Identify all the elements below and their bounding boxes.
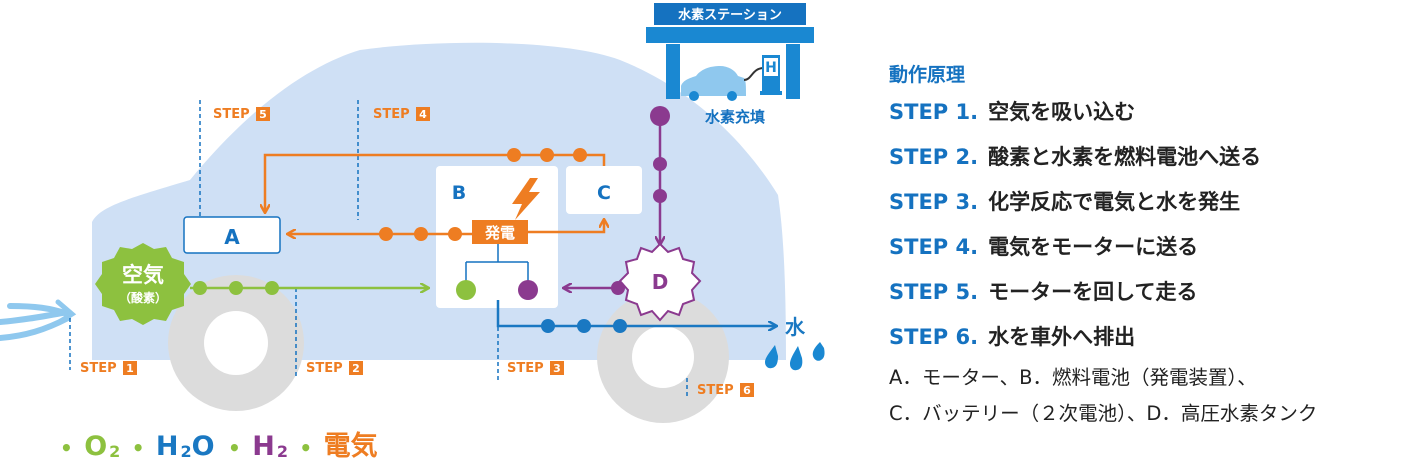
hydrogen-tank-d: D	[618, 242, 702, 322]
refuel-label: 水素充填	[705, 108, 765, 126]
water-outlet-line: 水	[496, 300, 825, 371]
svg-text:STEP: STEP	[213, 107, 250, 122]
air-sub-label: （酸素）	[119, 290, 167, 305]
electricity-line-b-to-a	[288, 220, 604, 241]
svg-text:6: 6	[743, 384, 751, 397]
electricity-loop-c-to-a	[265, 148, 606, 212]
air-label: 空気	[122, 263, 164, 287]
hydrogen-terminal	[518, 280, 538, 300]
box-c-label: C	[597, 182, 611, 204]
principle-step-3: STEP 3.化学反応で電気と水を発生	[889, 190, 1241, 214]
svg-text:2: 2	[352, 362, 360, 375]
svg-text:1: 1	[126, 362, 134, 375]
fuel-cell-vehicle-diagram: 水素ステーション H 水素充填 A	[0, 3, 825, 423]
operation-principle-panel: 動作原理 STEP 1.空気を吸い込む STEP 2.酸素と水素を燃料電池へ送る…	[889, 60, 1404, 432]
power-label: 発電	[484, 224, 515, 242]
svg-text:STEP: STEP	[80, 361, 117, 376]
svg-text:STEP: STEP	[306, 361, 343, 376]
air-intake-badge: 空気 （酸素）	[95, 243, 191, 325]
box-b-label: B	[452, 182, 466, 204]
oxygen-line-to-b	[190, 281, 428, 295]
svg-text:STEP: STEP	[373, 107, 410, 122]
svg-text:4: 4	[419, 108, 427, 121]
station-car-icon	[681, 66, 746, 96]
hydrogen-supply-line	[650, 106, 670, 244]
motor-box-a: A	[183, 216, 281, 254]
water-label: 水	[785, 315, 806, 339]
step4-label: STEP 4	[373, 107, 430, 122]
oxygen-terminal	[456, 280, 476, 300]
air-inflow-arrows	[0, 299, 77, 341]
svg-text:5: 5	[259, 108, 267, 121]
front-tire	[597, 291, 729, 423]
principle-step-5: STEP 5.モーターを回して走る	[889, 280, 1198, 304]
box-a-label: A	[224, 225, 240, 249]
principle-step-6: STEP 6.水を車外へ排出	[889, 325, 1136, 349]
step-markers	[69, 100, 688, 396]
svg-text:STEP: STEP	[697, 383, 734, 398]
principle-step-1: STEP 1.空気を吸い込む	[889, 100, 1136, 124]
fuel-cell-box-b: B 発電	[436, 166, 558, 308]
svg-text:3: 3	[553, 362, 561, 375]
svg-text:STEP: STEP	[507, 361, 544, 376]
panel-title: 動作原理	[889, 64, 966, 86]
component-note-line-2: C．バッテリー（２次電池）、D．高圧水素タンク	[889, 402, 1318, 425]
component-note-line-1: A．モーター、B．燃料電池（発電装置）、	[889, 366, 1257, 389]
battery-box-c: C	[566, 166, 642, 214]
lightning-icon	[512, 178, 540, 220]
legend-electricity: • 電気	[299, 431, 378, 462]
step3-label: STEP 3	[507, 361, 564, 376]
principle-step-2: STEP 2.酸素と水素を燃料電池へ送る	[889, 145, 1262, 169]
step6-label: STEP 6	[697, 383, 754, 398]
hydrogen-line-d-to-b	[564, 281, 625, 295]
station-label: 水素ステーション	[678, 7, 782, 23]
step2-label: STEP 2	[306, 361, 363, 376]
hydrogen-station: 水素ステーション H 水素充填	[646, 3, 814, 126]
step1-label: STEP 1	[80, 361, 137, 376]
tank-d-label: D	[652, 270, 669, 294]
dispenser-h-letter: H	[765, 60, 777, 76]
step5-label: STEP 5	[213, 107, 270, 122]
water-drops-icon	[765, 342, 825, 371]
principle-step-4: STEP 4.電気をモーターに送る	[889, 235, 1199, 259]
rear-tire	[168, 275, 304, 411]
